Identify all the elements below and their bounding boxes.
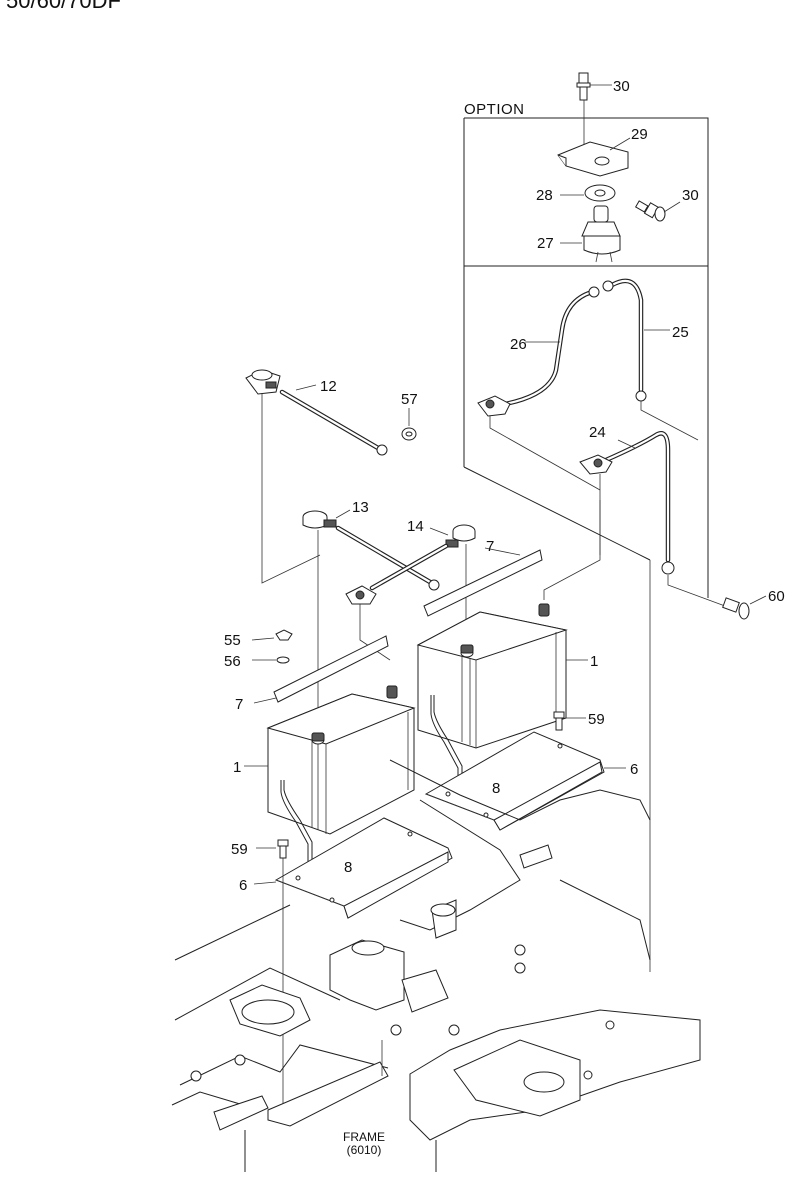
option-box: OPTION	[463, 101, 709, 598]
tray-6-right	[424, 731, 626, 831]
bracket-29	[557, 137, 631, 177]
callout-60: 60	[768, 588, 785, 605]
callout-24: 24	[589, 424, 606, 441]
battery-1-left	[244, 685, 416, 835]
cable-14	[345, 524, 476, 661]
callout-1-right: 1	[590, 653, 598, 670]
callout-8-right: 8	[492, 780, 500, 797]
option-title: OPTION	[464, 101, 525, 118]
callout-13: 13	[352, 499, 369, 516]
strap-7-left	[253, 635, 389, 704]
frame-caption-name: FRAME	[343, 1130, 385, 1144]
battery-1-right	[416, 500, 601, 749]
callout-29: 29	[631, 126, 648, 143]
tray-6-left	[253, 817, 453, 919]
disconnect-switch-27	[560, 205, 621, 263]
callout-7-right: 7	[486, 538, 494, 555]
bolt-60	[649, 560, 767, 972]
callout-27: 27	[537, 235, 554, 252]
callout-7-left: 7	[235, 696, 243, 713]
model-header: 50/60/70DF	[6, 0, 121, 13]
bolt-30-top	[576, 72, 612, 150]
callout-12: 12	[320, 378, 337, 395]
callout-25: 25	[672, 324, 689, 341]
bolt-59-right	[553, 711, 586, 731]
wing-nut-55	[251, 629, 293, 641]
callout-8-left: 8	[344, 859, 352, 876]
callout-28: 28	[536, 187, 553, 204]
callout-14: 14	[407, 518, 424, 535]
callout-56: 56	[224, 653, 241, 670]
cable-25	[602, 278, 699, 441]
callout-6-left: 6	[239, 877, 247, 894]
strap-7-right	[423, 547, 543, 617]
callout-6-right: 6	[630, 761, 638, 778]
washer-28	[560, 184, 616, 202]
callout-59-left: 59	[231, 841, 248, 858]
callout-57: 57	[401, 391, 418, 408]
callout-30-side: 30	[682, 187, 699, 204]
cable-12	[245, 369, 388, 584]
cable-26	[477, 286, 601, 491]
frame-6010: FRAME (6010)	[171, 759, 701, 1172]
callout-1-left: 1	[233, 759, 241, 776]
callout-26: 26	[510, 336, 527, 353]
nut-57	[401, 408, 417, 441]
callout-55: 55	[224, 632, 241, 649]
cable-24	[579, 431, 675, 575]
frame-caption-code: (6010)	[347, 1143, 382, 1157]
washer-56	[252, 656, 290, 664]
callout-labels: 30 29 28 30 27 26 25 24 12 57 13 14 7 55…	[224, 78, 785, 894]
bolt-30-side	[634, 200, 681, 222]
callout-30-top: 30	[613, 78, 630, 95]
bolt-59-left	[256, 839, 289, 1120]
cable-13	[302, 509, 440, 738]
callout-59-right: 59	[588, 711, 605, 728]
